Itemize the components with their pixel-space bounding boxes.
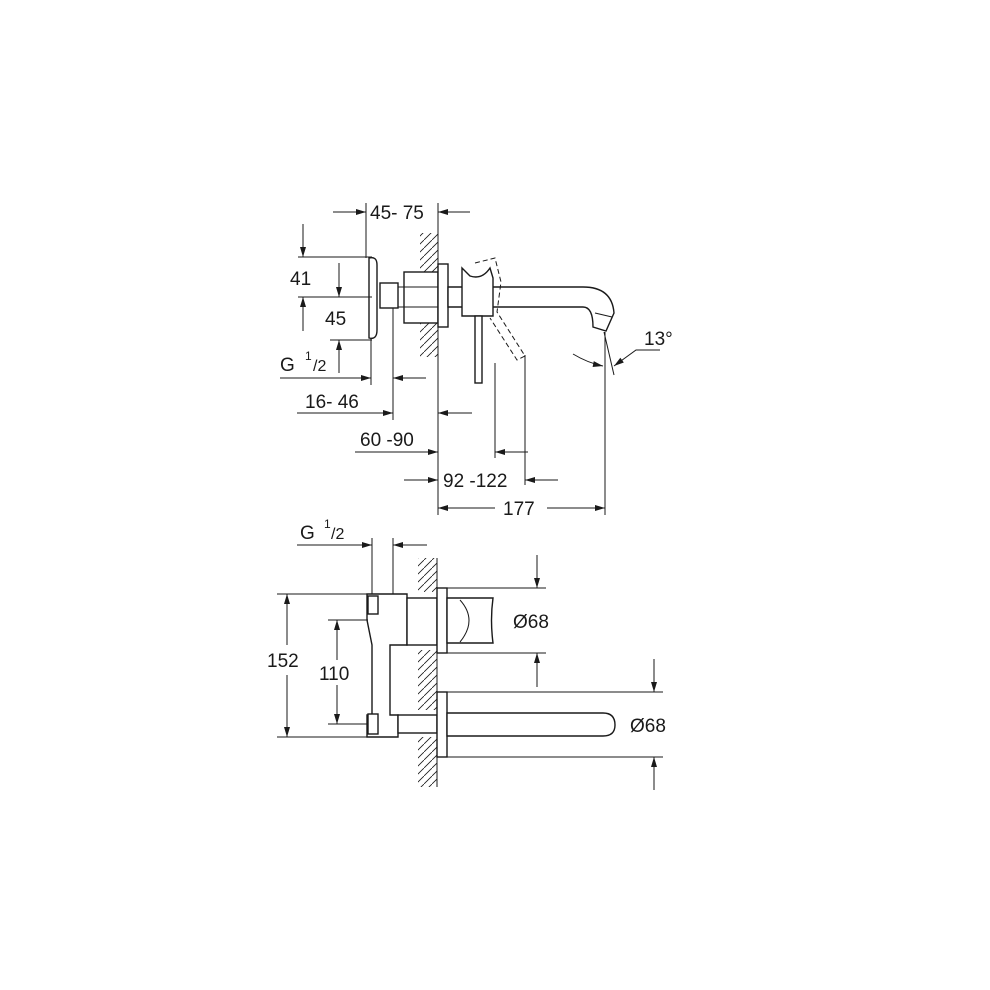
dim-45: 45: [325, 263, 372, 373]
handle-plate: [436, 587, 448, 654]
dim-41-label: 41: [290, 269, 311, 290]
dim-177: 177: [438, 332, 606, 520]
wall-hatch-top: [420, 203, 439, 515]
diameter-handle-label: Ø68: [513, 612, 549, 633]
thread-denominator-front: /2: [331, 526, 344, 543]
dim-diameter-handle: Ø68: [447, 555, 549, 687]
dim-45-label: 45: [325, 309, 346, 330]
spout-front: [446, 712, 616, 737]
dim-110: 110: [319, 619, 368, 725]
diameter-spout-label: Ø68: [630, 716, 666, 737]
dim-45-75: 45- 75: [333, 203, 470, 258]
thread-numerator: 1: [305, 349, 312, 363]
dim-thread-front: G 1 /2: [297, 517, 427, 594]
dim-152-label: 152: [267, 651, 299, 672]
lever: [461, 257, 526, 384]
dim-60-90: 60 -90: [355, 355, 528, 485]
wall-plate: [437, 263, 449, 328]
dim-45-75-label: 45- 75: [370, 203, 424, 224]
dim-16-46-label: 16- 46: [305, 392, 359, 413]
front-view: G 1 /2 152 110 Ø68: [267, 517, 666, 790]
valve-body-front: [366, 593, 438, 738]
dim-41: 41: [290, 224, 372, 331]
angle-label: 13°: [644, 329, 673, 350]
thread-denominator: /2: [313, 358, 326, 375]
dim-152: 152: [267, 593, 367, 738]
spout-plate: [436, 691, 448, 758]
valve-body: [368, 256, 439, 340]
dim-92-122-label: 92 -122: [443, 471, 507, 492]
dim-177-label: 177: [503, 499, 535, 520]
dim-60-90-label: 60 -90: [360, 430, 414, 451]
thread-label: G: [280, 355, 295, 376]
dim-thread-side: G 1 /2: [280, 308, 426, 420]
thread-numerator-front: 1: [324, 517, 331, 531]
dim-diameter-spout: Ø68: [447, 659, 666, 790]
dim-110-label: 110: [319, 664, 349, 685]
dim-16-46: 16- 46: [297, 392, 472, 416]
dim-angle: 13°: [572, 329, 673, 376]
thread-label-front: G: [300, 523, 315, 544]
handle: [446, 597, 494, 644]
side-view: 45- 75 41 45 G 1 /2: [280, 203, 673, 520]
dim-92-122: 92 -122: [404, 471, 558, 492]
wall-hatch-bottom: [418, 558, 438, 787]
